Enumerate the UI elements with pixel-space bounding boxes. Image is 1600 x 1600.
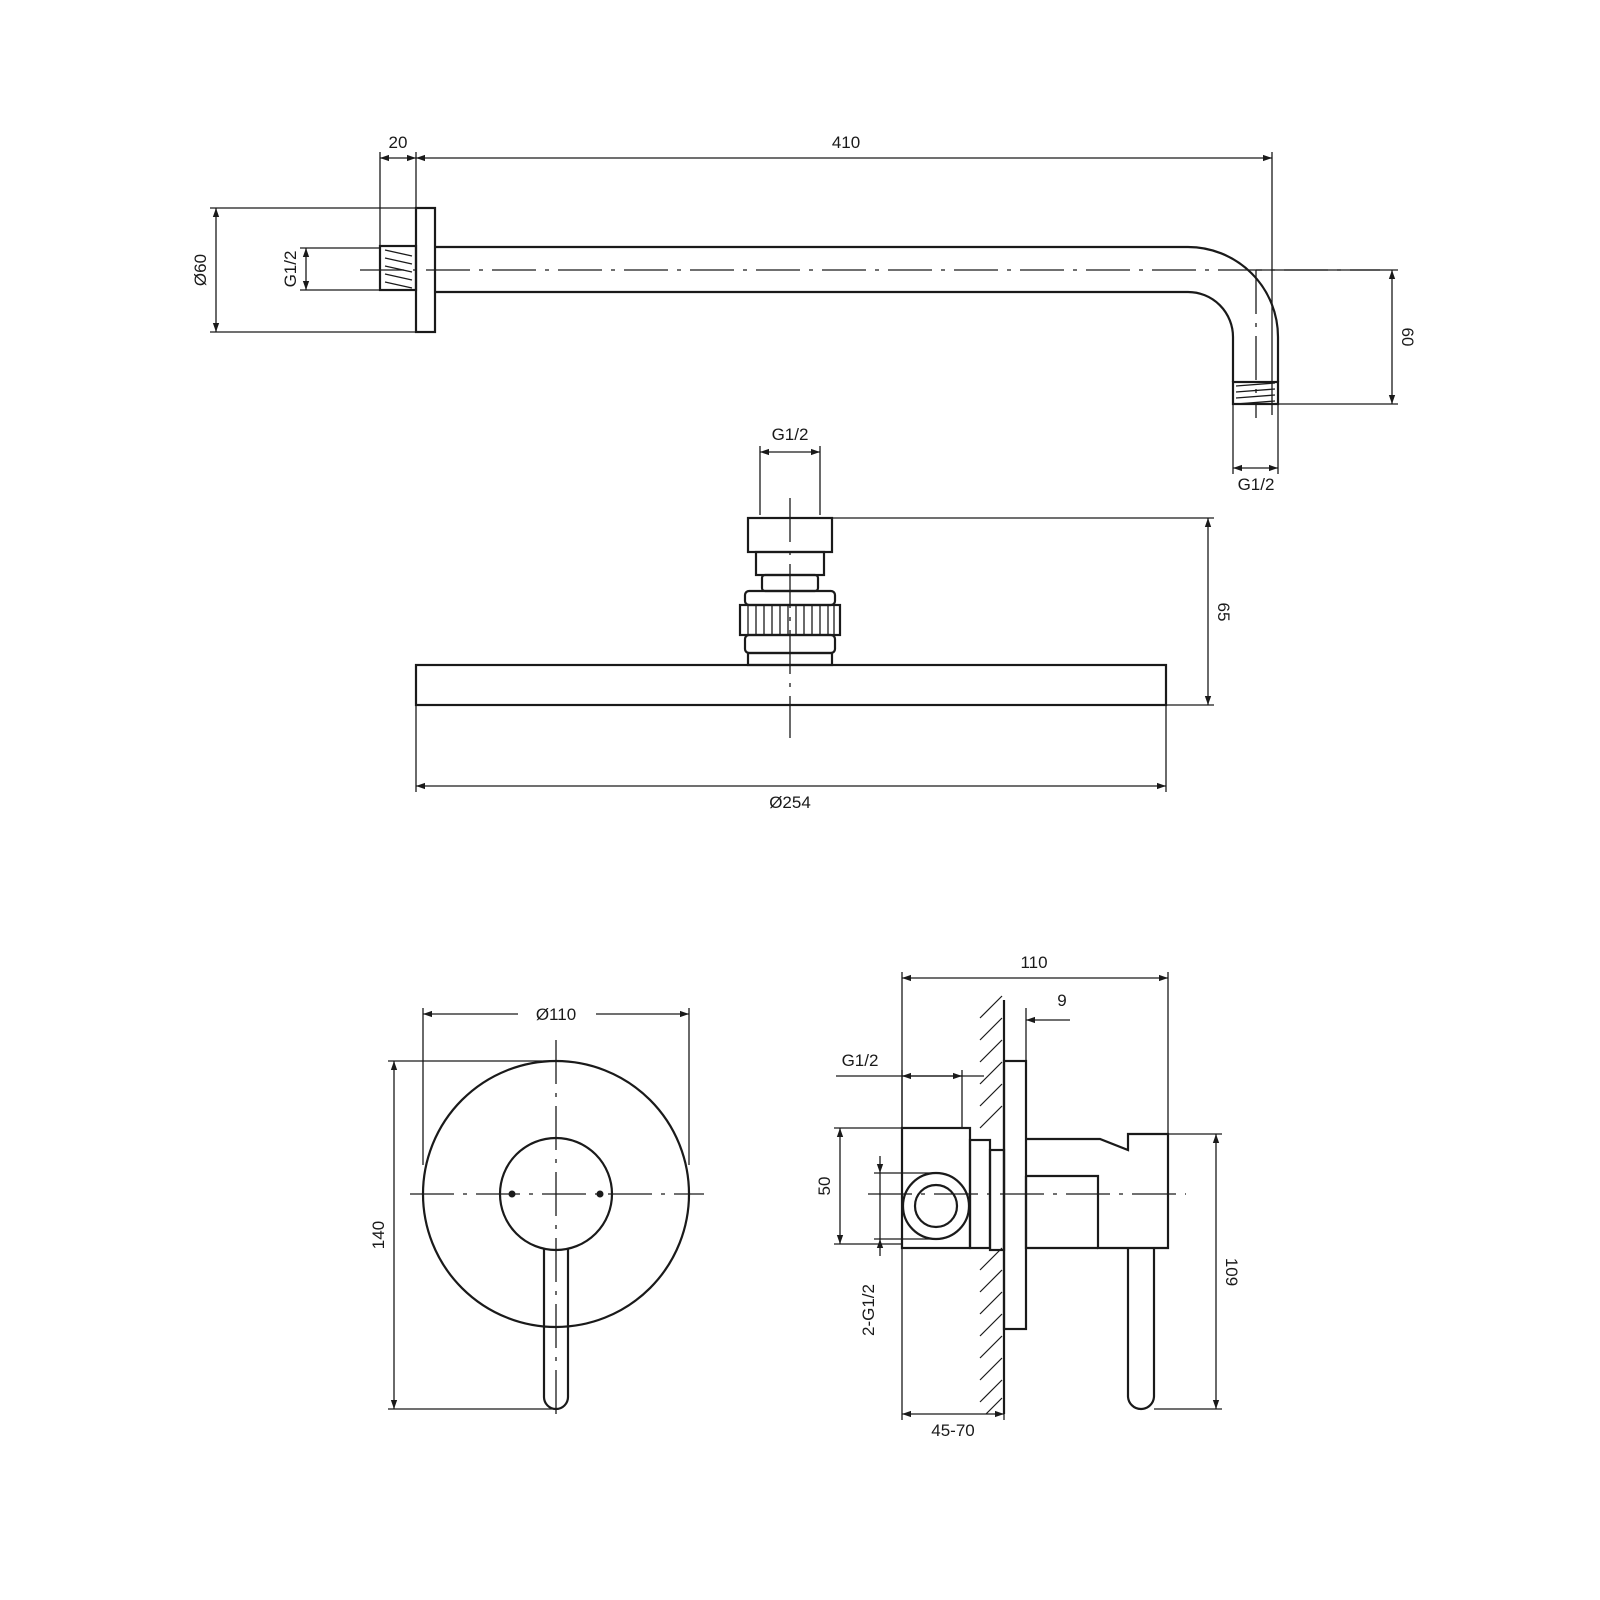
dim-head-connector-thread: G1/2 bbox=[772, 425, 809, 444]
dim-arm-drop-height: 60 bbox=[1398, 328, 1417, 347]
dim-arm-flange-depth: 20 bbox=[389, 133, 408, 152]
dim-head-diameter: Ø254 bbox=[769, 793, 811, 812]
dim-mixer-overall-height: 140 bbox=[369, 1221, 388, 1249]
dim-mixer-overall-depth: 110 bbox=[1020, 953, 1047, 972]
dim-mixer-inlet-spacing: 50 bbox=[815, 1177, 834, 1196]
arm-tube bbox=[435, 245, 1280, 382]
dim-mixer-plate-diameter: Ø110 bbox=[536, 1005, 576, 1024]
dim-arm-inlet-thread: G1/2 bbox=[281, 251, 300, 288]
dim-arm-outlet-thread: G1/2 bbox=[1238, 475, 1275, 494]
mixer-side-lever bbox=[1126, 1248, 1156, 1411]
mixer-inlet-port bbox=[901, 1171, 971, 1241]
mixer-front-drawing: Ø110 140 bbox=[369, 1005, 704, 1418]
dim-mixer-handle-height: 109 bbox=[1222, 1258, 1241, 1286]
mixer-side-cover-plate bbox=[1002, 1059, 1028, 1331]
dim-arm-flange-diameter: Ø60 bbox=[191, 254, 210, 286]
dim-arm-length: 410 bbox=[832, 133, 860, 152]
mixer-side-drawing: 110 9 G1/2 50 2-G1/2 45-70 109 bbox=[815, 953, 1241, 1440]
head-swivel-knurl-lines bbox=[747, 605, 835, 635]
arm-outlet-thread-hatch bbox=[1235, 382, 1276, 405]
shower-head-drawing: G1/2 65 Ø254 bbox=[414, 425, 1233, 812]
dim-mixer-inlet-thread: G1/2 bbox=[842, 1051, 879, 1070]
dim-mixer-wall-depth-range: 45-70 bbox=[931, 1421, 974, 1440]
mixer-hub-screw-right bbox=[596, 1190, 604, 1198]
arm-inlet-thread-hatch bbox=[384, 249, 413, 289]
dim-mixer-inlet-count-thread: 2-G1/2 bbox=[859, 1284, 878, 1336]
mixer-side-handle-body bbox=[1026, 1132, 1170, 1250]
dim-mixer-plate-thickness: 9 bbox=[1057, 991, 1066, 1010]
wall-section bbox=[979, 995, 1006, 1415]
shower-arm-drawing: 20 410 Ø60 G1/2 60 G1/2 bbox=[191, 133, 1417, 494]
head-plate bbox=[414, 663, 1168, 707]
mixer-inlet-port-inner bbox=[913, 1183, 959, 1229]
dim-head-height: 65 bbox=[1214, 603, 1233, 622]
